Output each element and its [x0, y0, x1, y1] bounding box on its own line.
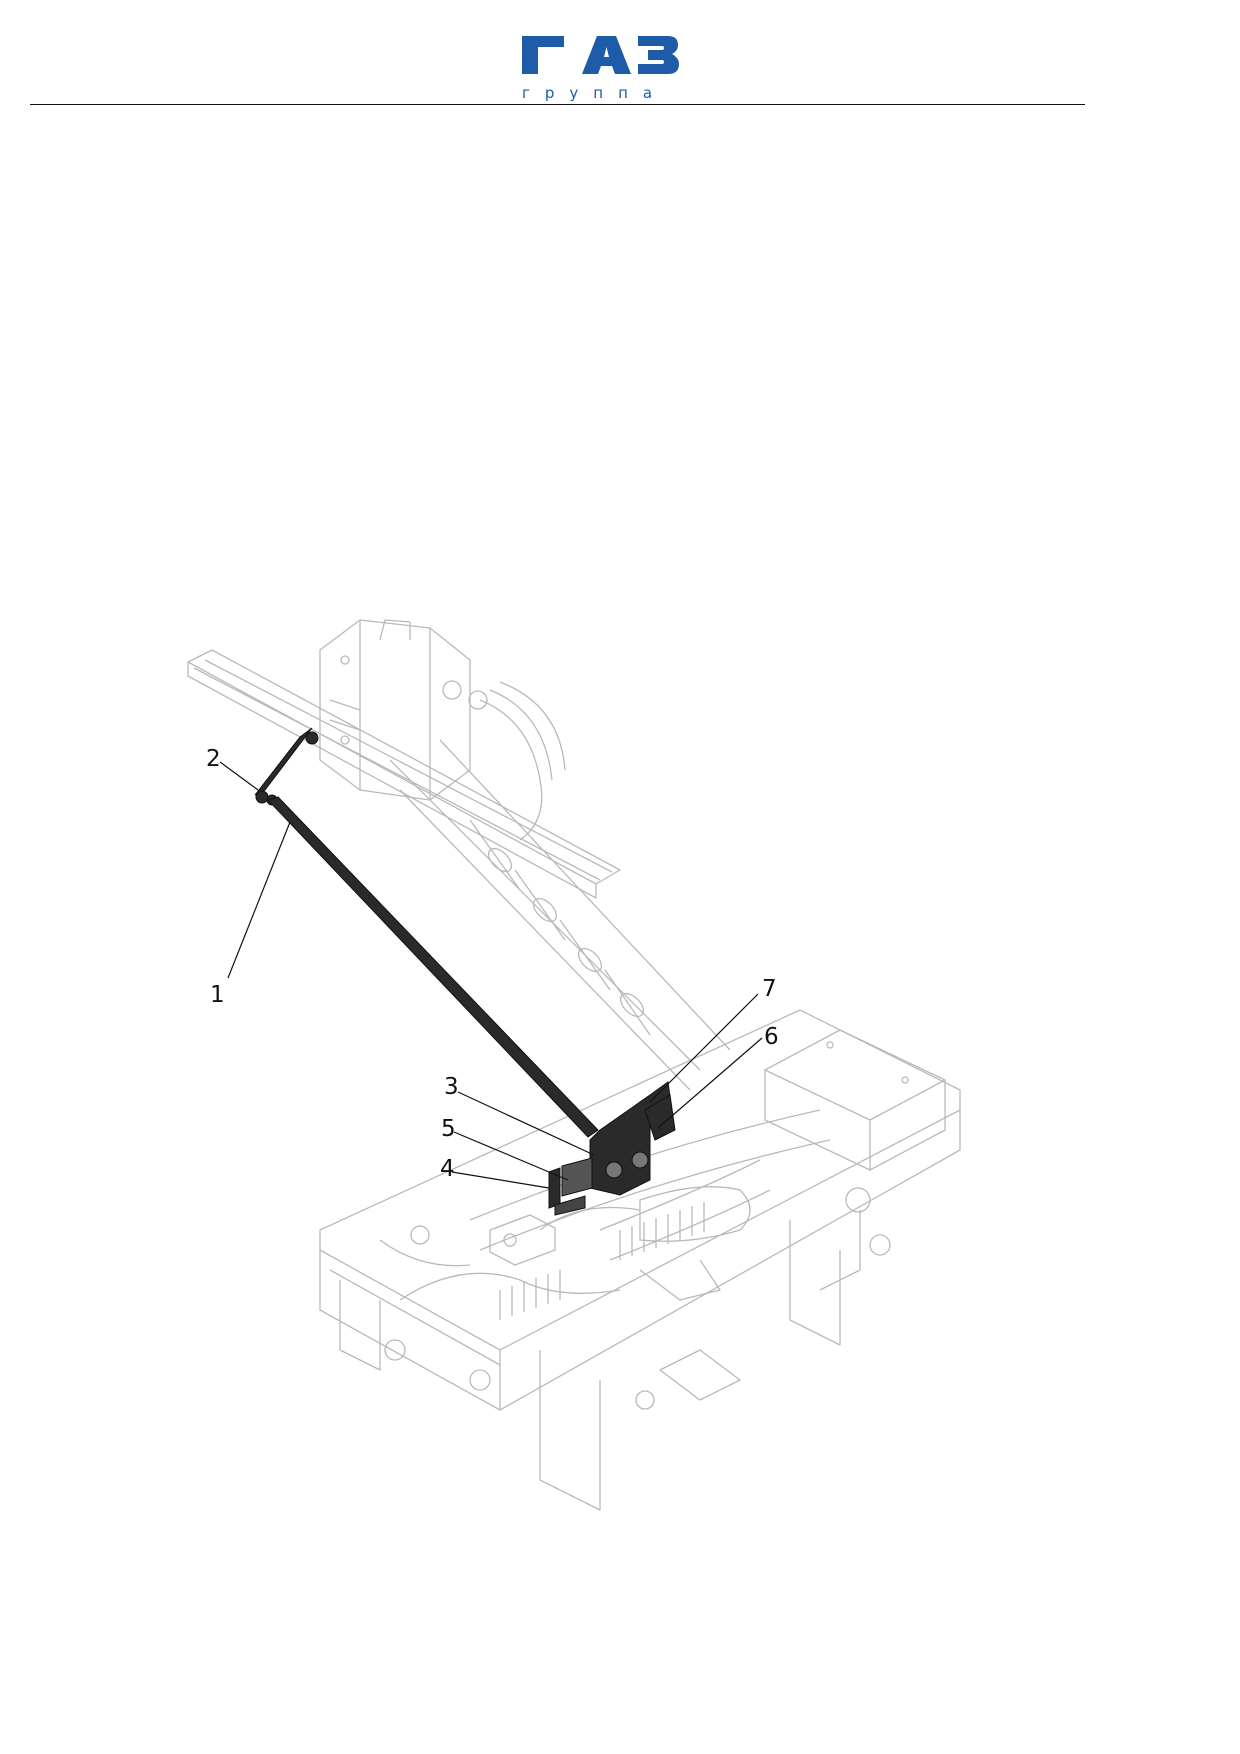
- callout-2: 2: [206, 746, 221, 772]
- callout-1: 1: [210, 982, 225, 1008]
- gaz-group-logo: группа: [522, 36, 679, 102]
- callout-7: 7: [762, 976, 777, 1002]
- callout-4: 4: [440, 1156, 455, 1182]
- page-header: группа: [0, 0, 1240, 110]
- callout-6: 6: [764, 1024, 779, 1050]
- callout-5: 5: [441, 1116, 456, 1142]
- logo-subtitle: группа: [522, 84, 667, 102]
- callout-3: 3: [444, 1074, 459, 1100]
- header-rule: [30, 104, 1085, 105]
